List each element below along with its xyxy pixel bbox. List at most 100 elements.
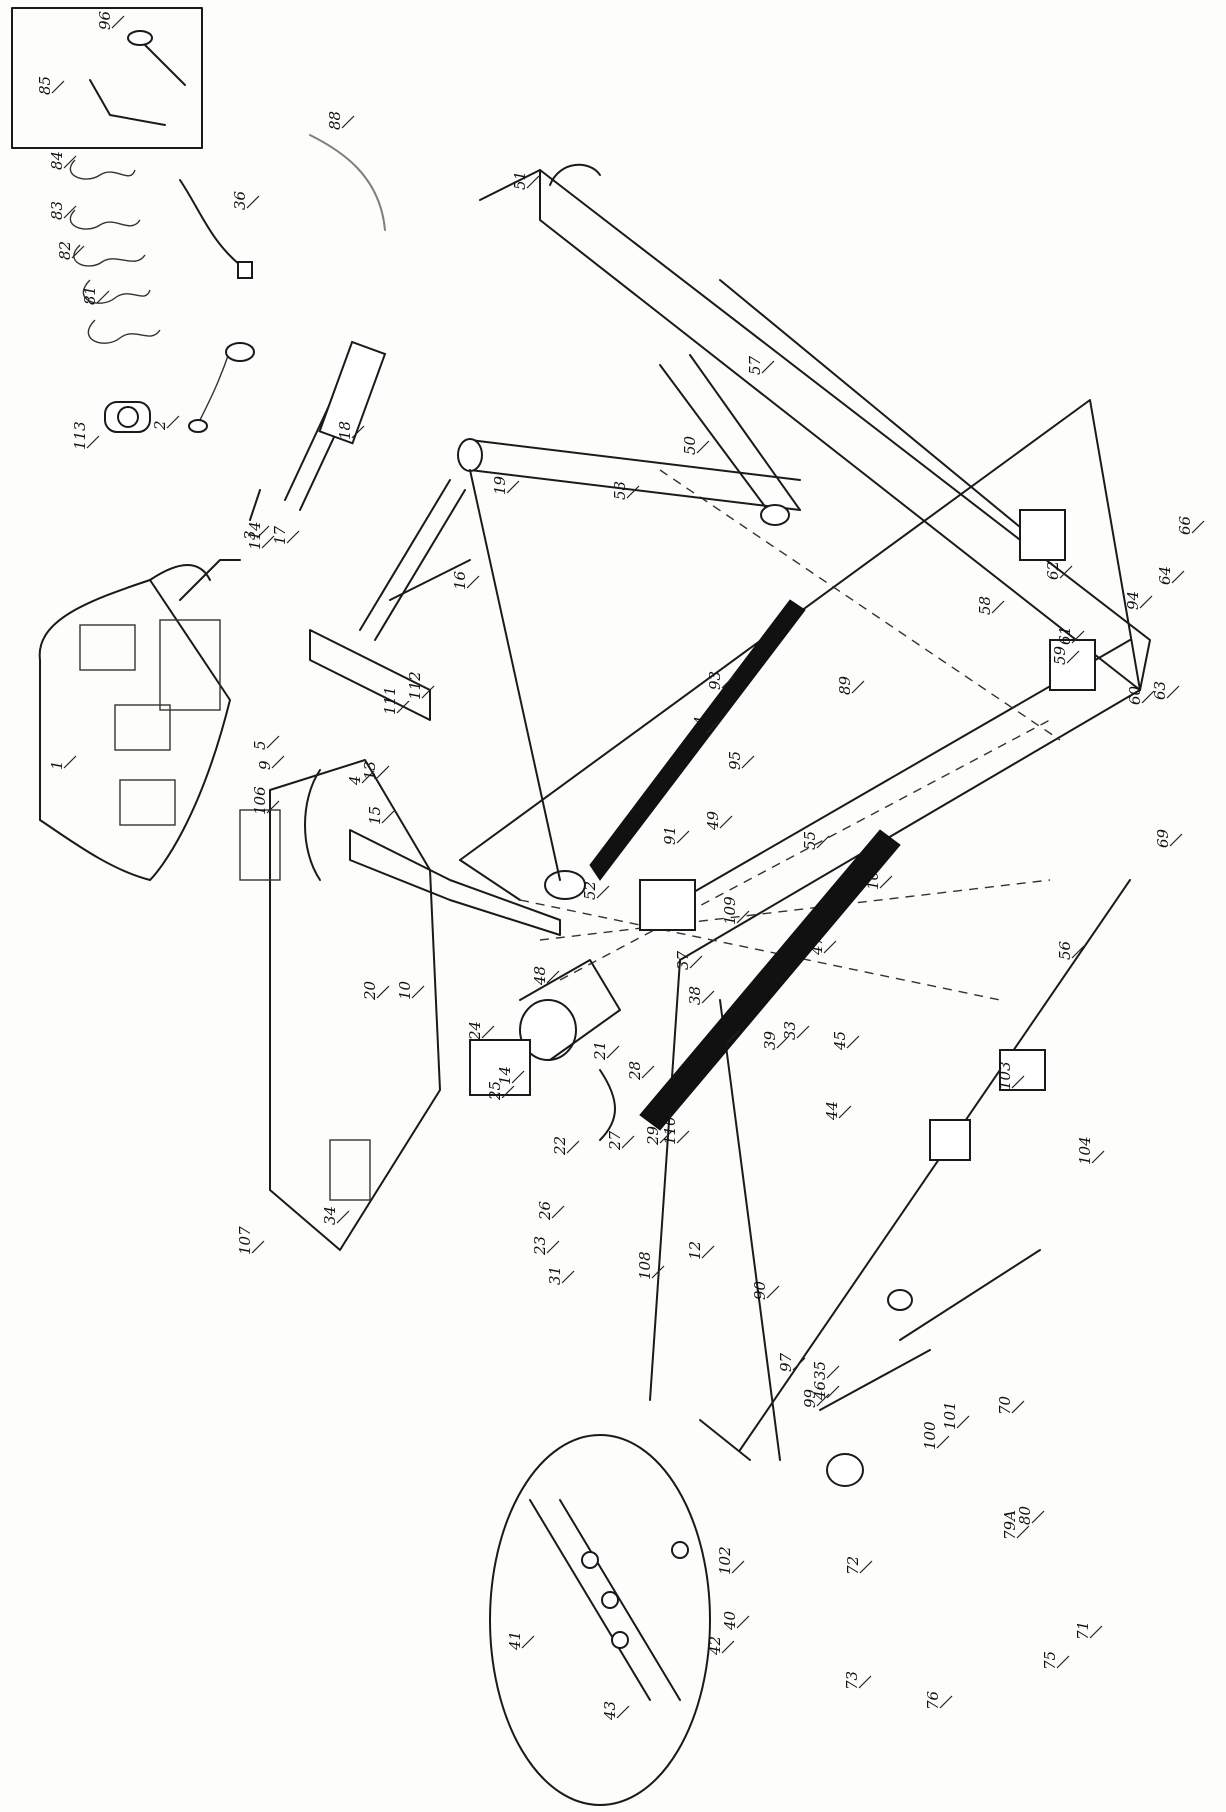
inset-circle — [489, 1434, 711, 1806]
leader-line-106 — [266, 800, 280, 814]
leader-line-33 — [796, 1025, 810, 1039]
leader-line-93 — [721, 675, 735, 689]
leader-line-47 — [823, 940, 837, 954]
callout-15: 15 — [366, 806, 384, 825]
leader-line-62 — [1059, 565, 1073, 579]
callout-73: 73 — [843, 1671, 861, 1690]
callout-75: 75 — [1041, 1651, 1059, 1670]
leader-line-72 — [859, 1560, 873, 1574]
callout-72: 72 — [844, 1556, 862, 1575]
callout-69: 69 — [1154, 828, 1172, 848]
leader-line-42 — [721, 1640, 735, 1654]
callout-34: 34 — [321, 1206, 339, 1225]
callout-108: 108 — [636, 1251, 654, 1280]
leader-line-12 — [701, 1245, 715, 1259]
leader-line-101 — [956, 1415, 970, 1429]
leader-line-80 — [1031, 1510, 1045, 1524]
callout-3: 3 — [241, 530, 259, 540]
callout-28: 28 — [626, 1061, 644, 1081]
callout-23: 23 — [531, 1236, 549, 1256]
callout-107: 107 — [236, 1226, 254, 1255]
callout-114: 114 — [246, 521, 264, 550]
leader-line-39 — [776, 1035, 790, 1049]
callout-84: 84 — [48, 151, 66, 170]
callout-29: 29 — [644, 1125, 662, 1146]
callout-64: 64 — [1156, 566, 1174, 585]
leader-line-91 — [676, 830, 690, 844]
leader-line-70 — [1011, 1400, 1025, 1414]
leader-line-17 — [286, 530, 300, 544]
callout-71: 71 — [1074, 1621, 1092, 1640]
rear-assembly — [819, 509, 1096, 1487]
callout-45: 45 — [831, 1031, 849, 1051]
uprights — [179, 489, 561, 936]
callout-57: 57 — [746, 355, 764, 375]
handrail-bars — [284, 340, 471, 641]
leader-line-26 — [551, 1205, 565, 1219]
callout-30: 30 — [711, 1025, 729, 1045]
callout-25: 25 — [486, 1081, 504, 1101]
callout-79A: 79A — [1001, 1510, 1019, 1540]
leader-line-64 — [1171, 570, 1185, 584]
callout-10: 10 — [396, 980, 414, 1000]
callout-14: 14 — [496, 1066, 514, 1085]
callout-12: 12 — [686, 1241, 704, 1260]
leader-line-18 — [351, 425, 365, 439]
motor-hood — [239, 759, 441, 1251]
callout-21: 21 — [591, 1041, 609, 1061]
leader-line-95 — [741, 755, 755, 769]
leader-line-19 — [506, 480, 520, 494]
leader-line-73 — [858, 1675, 872, 1689]
leader-line-1 — [63, 755, 77, 769]
leader-line-40 — [736, 1615, 750, 1629]
callout-76: 76 — [924, 1690, 942, 1710]
leader-line-76 — [939, 1695, 953, 1709]
callout-104: 104 — [1076, 1136, 1094, 1165]
leader-line-53 — [626, 485, 640, 499]
callout-70: 70 — [996, 1395, 1014, 1415]
callout-16: 16 — [451, 570, 469, 590]
leader-line-69 — [1169, 833, 1183, 847]
leader-line-28 — [641, 1065, 655, 1079]
leader-line-114 — [261, 535, 275, 549]
leader-line-14 — [511, 1070, 525, 1084]
motor-assembly — [469, 879, 696, 1141]
leader-line-88 — [341, 115, 355, 129]
leader-line-79A — [1016, 1525, 1030, 1539]
cables-and-accessories — [69, 134, 386, 433]
leader-line-104 — [1091, 1150, 1105, 1164]
callout-39: 39 — [761, 1030, 779, 1050]
callout-26: 26 — [536, 1200, 554, 1221]
leader-line-112 — [421, 685, 435, 699]
callout-2: 2 — [151, 420, 169, 431]
callout-51: 51 — [511, 171, 529, 190]
leader-line-90 — [766, 1285, 780, 1299]
leader-line-10 — [411, 985, 425, 999]
callout-59: 59 — [1051, 645, 1069, 665]
leader-line-25 — [501, 1085, 515, 1099]
leader-line-9 — [271, 755, 285, 769]
leader-line-45 — [846, 1035, 860, 1049]
leader-line-105 — [879, 875, 893, 889]
leader-line-63 — [1166, 685, 1180, 699]
leader-line-71 — [1089, 1625, 1103, 1639]
callout-80: 80 — [1016, 1505, 1034, 1525]
callout-109: 109 — [721, 896, 739, 925]
callout-40: 40 — [721, 1610, 739, 1631]
leader-line-34 — [336, 1210, 350, 1224]
leader-line-30 — [726, 1030, 740, 1044]
leader-line-36 — [246, 195, 260, 209]
callout-9: 9 — [256, 760, 274, 770]
callout-91: 91 — [661, 826, 679, 845]
leader-line-46 — [826, 1385, 840, 1399]
callout-43: 43 — [601, 1701, 619, 1721]
callout-105: 105 — [864, 861, 882, 890]
leader-line-50 — [696, 440, 710, 454]
callout-60: 60 — [1126, 685, 1144, 705]
leader-line-107 — [251, 1240, 265, 1254]
callout-113: 113 — [71, 421, 89, 450]
callout-48: 48 — [531, 966, 549, 986]
leader-line-94 — [1139, 595, 1153, 609]
